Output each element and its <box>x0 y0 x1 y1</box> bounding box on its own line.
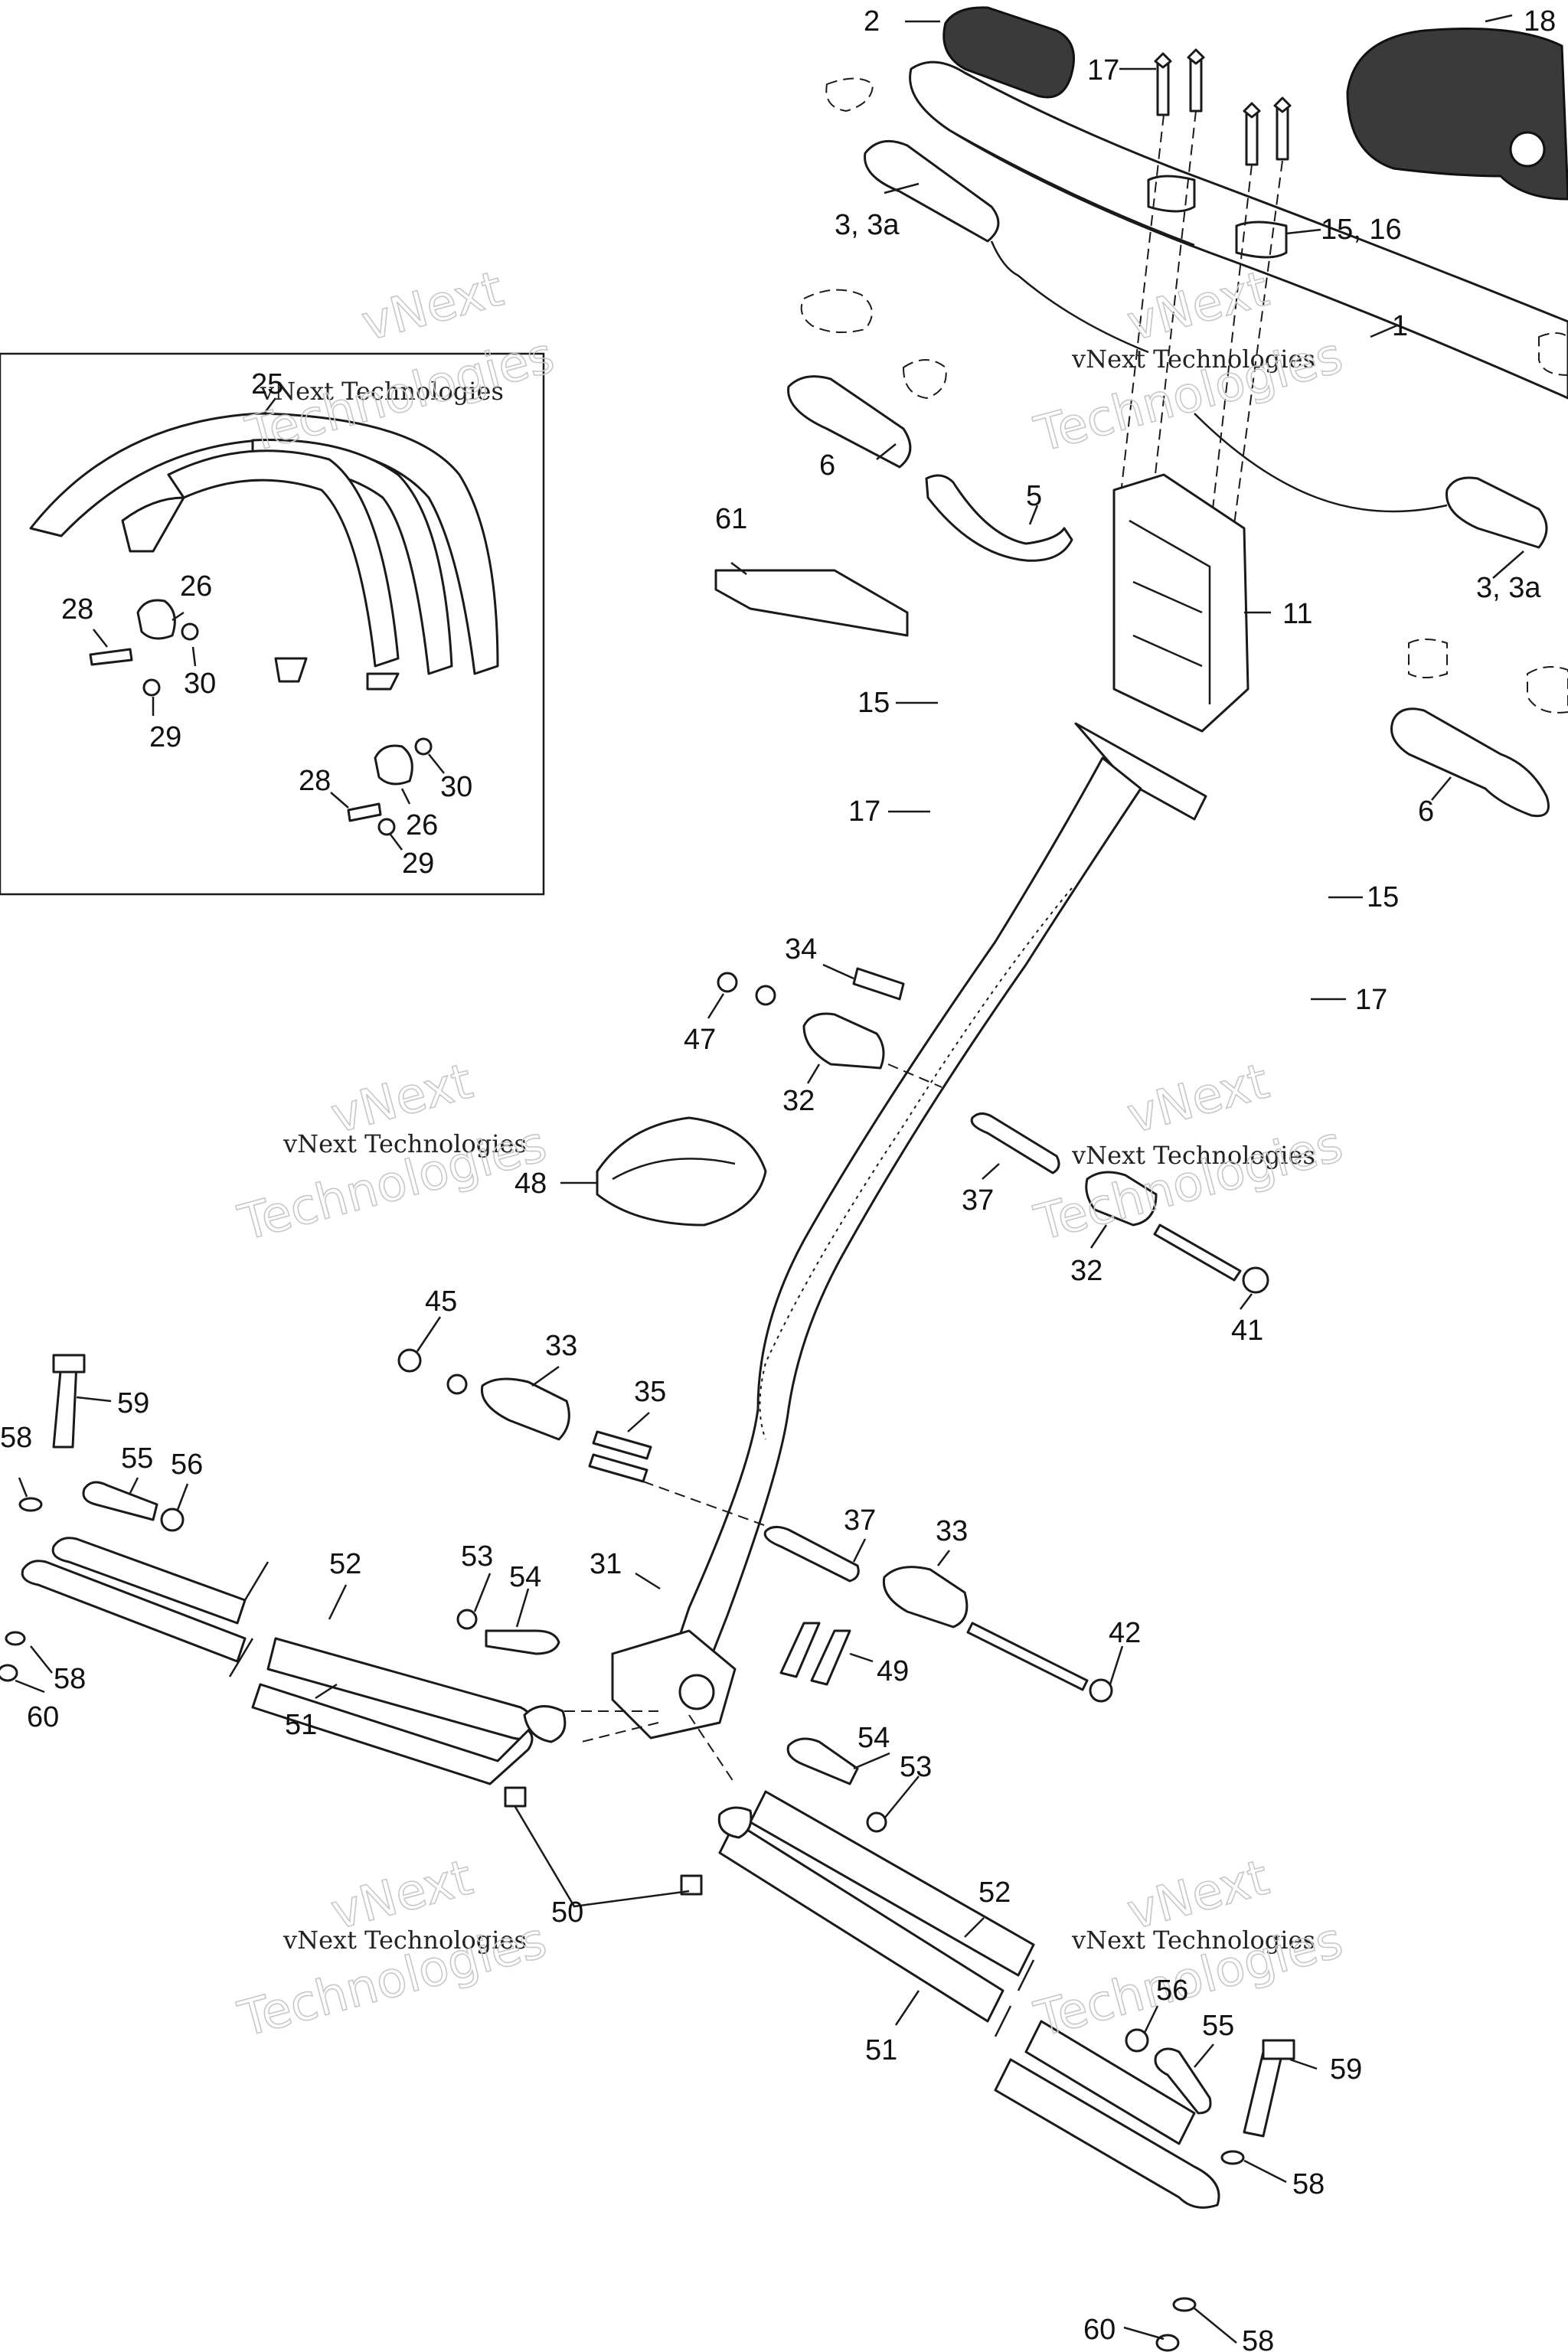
callout-5: 5 <box>1026 480 1042 512</box>
callout-55-right: 55 <box>1202 2010 1234 2042</box>
callout-17: 17 <box>1087 54 1119 87</box>
callout-50: 50 <box>551 1896 583 1929</box>
callout-58-left: 58 <box>54 1663 86 1695</box>
callout-35: 35 <box>634 1376 666 1408</box>
callout-47: 47 <box>684 1024 716 1056</box>
callout-31: 31 <box>590 1548 622 1580</box>
callout-32: 32 <box>782 1085 815 1117</box>
watermark-text-6: vNext Technologies <box>1071 1926 1315 1955</box>
watermark-text-1: vNext Technologies <box>260 377 504 406</box>
callout-30: 30 <box>184 668 216 700</box>
callout-25: 25 <box>251 368 283 400</box>
callout-labels: 2 18 17 3, 3a 15, 16 1 6 5 61 11 3, 3a 6… <box>0 5 1556 2352</box>
callout-54-right: 54 <box>858 1722 890 1754</box>
callout-45: 45 <box>425 1285 457 1318</box>
callout-6-right: 6 <box>1418 795 1434 828</box>
callout-42: 42 <box>1109 1617 1141 1649</box>
callout-34: 34 <box>785 933 817 965</box>
watermark-text-4: vNext Technologies <box>1071 1141 1315 1170</box>
callout-1: 1 <box>1392 310 1408 342</box>
watermark-text-3: vNext Technologies <box>283 1129 527 1158</box>
leader-lines <box>15 14 1524 2344</box>
callout-3-3a-right: 3, 3a <box>1476 572 1541 604</box>
callout-26: 26 <box>180 570 212 603</box>
callout-53: 53 <box>461 1540 493 1573</box>
watermark-tech-4: Technologies <box>1029 1116 1348 1253</box>
callout-6: 6 <box>819 449 835 482</box>
watermark-text-5: vNext Technologies <box>283 1926 527 1955</box>
callout-58-right: 58 <box>1292 2168 1325 2200</box>
callout-49: 49 <box>877 1655 909 1687</box>
callout-37-lower: 37 <box>844 1504 876 1537</box>
callout-3-3a: 3, 3a <box>835 209 900 241</box>
callout-51-right: 51 <box>865 2034 897 2066</box>
watermark-text-2: vNext Technologies <box>1071 345 1315 374</box>
tie-rods <box>0 1354 1295 2352</box>
callout-29-lower: 29 <box>402 848 434 880</box>
callout-33: 33 <box>545 1330 577 1362</box>
callout-29: 29 <box>149 721 181 753</box>
callout-60-right: 60 <box>1083 2314 1116 2346</box>
watermark-vnext-4: vNext <box>1122 1054 1275 1145</box>
callout-30-lower: 30 <box>440 771 472 803</box>
watermark-vnext-2: vNext <box>1122 261 1275 353</box>
callout-15-16: 15, 16 <box>1321 214 1402 246</box>
callout-52: 52 <box>329 1548 361 1580</box>
callout-48: 48 <box>514 1168 547 1200</box>
callout-58: 58 <box>0 1422 32 1454</box>
callout-55: 55 <box>121 1442 153 1475</box>
callout-56-right: 56 <box>1156 1975 1188 2007</box>
callout-15: 15 <box>858 687 890 719</box>
callout-17-right: 17 <box>1355 984 1387 1016</box>
callout-32-lower: 32 <box>1070 1255 1102 1287</box>
callout-28: 28 <box>61 593 93 626</box>
callout-18: 18 <box>1524 5 1556 38</box>
detail-inset-box <box>0 352 545 896</box>
callout-52-right: 52 <box>978 1877 1011 1909</box>
callout-28-lower: 28 <box>299 765 331 797</box>
callout-60: 60 <box>27 1701 59 1733</box>
callout-2: 2 <box>864 5 880 38</box>
callout-15-right: 15 <box>1367 881 1399 913</box>
callout-54: 54 <box>509 1561 541 1593</box>
callout-59: 59 <box>117 1387 149 1419</box>
callout-17-mid: 17 <box>848 795 880 828</box>
handlebar-assembly <box>714 6 1568 818</box>
callout-26-lower: 26 <box>406 809 438 841</box>
callout-61: 61 <box>715 503 747 535</box>
callout-11: 11 <box>1282 598 1312 630</box>
column-support-parts <box>397 967 1269 1703</box>
callout-53-right: 53 <box>900 1751 932 1783</box>
callout-33-lower: 33 <box>936 1515 968 1547</box>
callout-59-right: 59 <box>1330 2053 1362 2086</box>
inset-strap-detail <box>29 412 499 836</box>
steering-column <box>547 722 1207 1785</box>
callout-37: 37 <box>962 1184 994 1217</box>
callout-58-bottom: 58 <box>1242 2325 1274 2352</box>
callout-56: 56 <box>171 1449 203 1481</box>
watermark-vnext-1: vNext <box>356 261 509 353</box>
callout-51: 51 <box>285 1709 317 1741</box>
callout-41: 41 <box>1231 1315 1263 1347</box>
